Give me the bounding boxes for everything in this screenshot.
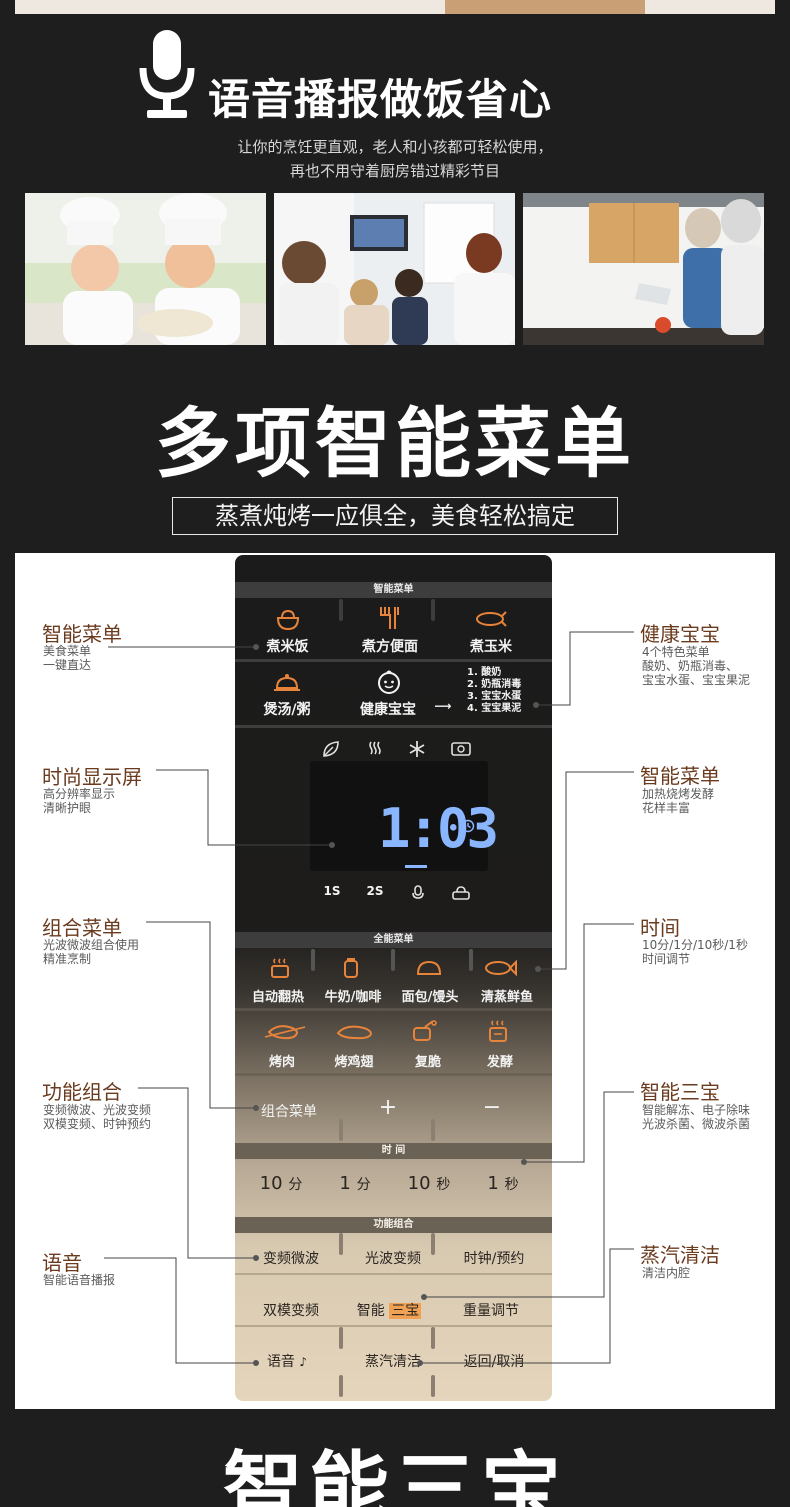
annotation-steam-clean: 蒸汽清洁 (640, 1243, 720, 1267)
annotation-smart-three: 智能三宝 (640, 1080, 720, 1104)
annotation-function-combo-desc: 变频微波、光波变频双模变频、时钟预约 (43, 1103, 152, 1131)
steam-icon (369, 741, 381, 755)
bread-icon (416, 960, 442, 975)
button-combo-menu[interactable]: 组合菜单 (261, 1104, 317, 1120)
annotation-display: 时尚显示屏 (42, 765, 142, 789)
child-lock-icon (452, 886, 470, 900)
button-cook-rice[interactable]: 煮米饭 (266, 639, 309, 655)
button-clock-schedule[interactable]: 时钟/预约 (463, 1251, 525, 1267)
smart-three-title: 智能三宝 (223, 1443, 567, 1507)
elderly-kitchen-photo (523, 193, 764, 345)
button-minus[interactable]: − (482, 1095, 502, 1120)
button-steamed-fish[interactable]: 清蒸鲜鱼 (480, 990, 533, 1005)
annotation-right-smart-menu: 智能菜单 (640, 764, 720, 788)
leaf-icon (323, 741, 339, 757)
voice-indicator-icon (412, 885, 424, 899)
section-bar-full-menu: 全能菜单 (235, 932, 552, 948)
annotation-combo-menu: 组合菜单 (42, 916, 122, 940)
ferment-icon (489, 1020, 507, 1042)
indicator-2s: 2S (366, 884, 384, 898)
button-inverter-microwave[interactable]: 变频微波 (263, 1251, 319, 1267)
kids-cooking-photo (25, 193, 266, 345)
led-display: 1:03 (310, 761, 499, 871)
section-bar-smart-menu: 智能菜单 (235, 582, 552, 598)
button-cook-corn[interactable]: 煮玉米 (470, 639, 512, 655)
clock-icon (461, 819, 475, 833)
button-back-cancel[interactable]: 返回/取消 (463, 1354, 525, 1370)
roast-meat-icon (265, 1025, 305, 1040)
indicator-1s: 1S (323, 884, 341, 898)
button-lightwave-inverter[interactable]: 光波变频 (365, 1251, 421, 1267)
button-weight-adjust[interactable]: 重量调节 (463, 1303, 519, 1319)
smart-menu-title: 多项智能菜单 (155, 399, 635, 488)
annotation-right-smart-menu-desc: 加热烧烤发酵花样丰富 (642, 787, 715, 815)
reheat-icon (271, 958, 289, 978)
snowflake-icon (409, 741, 425, 757)
annotation-time-desc: 10分/1分/10秒/1秒时间调节 (642, 938, 748, 966)
family-tv-photo (274, 193, 515, 345)
soup-pot-icon (274, 674, 300, 691)
button-10-min[interactable]: 10 分 (259, 1173, 303, 1194)
button-soup-porridge[interactable]: 煲汤/粥 (263, 702, 311, 718)
button-milk-coffee[interactable]: 牛奶/咖啡 (324, 990, 382, 1005)
baby-item-2: 2. 奶瓶消毒 (467, 679, 522, 690)
button-10-sec[interactable]: 10 秒 (407, 1173, 451, 1194)
button-auto-reheat[interactable]: 自动翻热 (251, 990, 304, 1005)
corn-icon (476, 611, 507, 627)
baby-face-icon (378, 670, 400, 694)
button-recrisp[interactable]: 复脆 (414, 1055, 441, 1070)
voice-title: 语音播报做饭省心 (208, 75, 553, 124)
annotation-steam-clean-desc: 清洁内腔 (642, 1266, 691, 1280)
button-steam-clean[interactable]: 蒸汽清洁 (365, 1354, 421, 1370)
noodles-icon (380, 607, 399, 629)
rice-bowl-icon (276, 609, 300, 631)
button-1-sec[interactable]: 1 秒 (487, 1173, 519, 1194)
button-roast-meat[interactable]: 烤肉 (268, 1055, 295, 1070)
annotation-left-smart-menu: 智能菜单 (42, 622, 122, 646)
button-voice[interactable]: 语音 ♪ (266, 1354, 308, 1370)
annotation-left-smart-menu-desc: 美食菜单一键直达 (43, 644, 92, 672)
button-1-min[interactable]: 1 分 (339, 1173, 371, 1194)
baby-item-1: 1. 酸奶 (467, 667, 502, 678)
baby-item-3: 3. 宝宝水蛋 (467, 691, 522, 702)
baby-arrow: ⟶ (434, 699, 452, 713)
button-smart-three[interactable]: 智能 三宝 (356, 1303, 422, 1319)
annotation-healthy-baby: 健康宝宝 (640, 622, 720, 646)
button-plus[interactable]: + (378, 1095, 398, 1120)
fish-icon (485, 960, 517, 976)
voice-subtitle-2: 再也不用守着厨房错过精彩节目 (289, 162, 500, 180)
section-bar-function-combo: 功能组合 (235, 1217, 552, 1233)
chicken-wing-icon (336, 1025, 373, 1040)
microwave-mode-icon (451, 742, 471, 756)
annotation-display-desc: 高分辨率显示清晰护眼 (43, 787, 116, 815)
annotation-time: 时间 (640, 916, 680, 940)
section-bar-time: 时 间 (235, 1143, 552, 1159)
annotation-combo-menu-desc: 光波微波组合使用精准烹制 (43, 938, 140, 966)
button-ferment[interactable]: 发酵 (486, 1055, 513, 1070)
crisp-icon (413, 1020, 437, 1041)
microwave-control-panel: 智能菜单 煮米饭 煮方便面 煮玉米 煲汤/粥 健康宝宝 ⟶ 1. 酸奶 2. 奶… (235, 555, 552, 1401)
voice-subtitle-1: 让你的烹饪更直观，老人和小孩都可轻松使用， (237, 138, 553, 156)
annotation-voice-desc: 智能语音播报 (43, 1273, 116, 1287)
annotation-function-combo: 功能组合 (42, 1080, 122, 1104)
smart-menu-tagline: 蒸煮炖烤一应俱全，美食轻松搞定 (172, 497, 618, 535)
display-digits: 1:03 (378, 797, 499, 860)
annotation-smart-three-desc: 智能解冻、电子除味光波杀菌、微波杀菌 (642, 1103, 751, 1131)
button-bread-bun[interactable]: 面包/馒头 (401, 990, 459, 1005)
button-healthy-baby[interactable]: 健康宝宝 (360, 702, 416, 718)
top-photo-strip (15, 0, 775, 14)
button-cook-noodles[interactable]: 煮方便面 (362, 639, 418, 655)
annotation-healthy-baby-desc: 4个特色菜单酸奶、奶瓶消毒、宝宝水蛋、宝宝果泥 (642, 645, 751, 687)
milk-cup-icon (344, 958, 358, 978)
microphone-icon (139, 30, 195, 118)
button-dual-mode[interactable]: 双模变频 (263, 1303, 319, 1319)
baby-item-4: 4. 宝宝果泥 (467, 703, 522, 714)
button-roast-wings[interactable]: 烤鸡翅 (334, 1055, 374, 1070)
annotation-voice: 语音 (42, 1251, 82, 1275)
